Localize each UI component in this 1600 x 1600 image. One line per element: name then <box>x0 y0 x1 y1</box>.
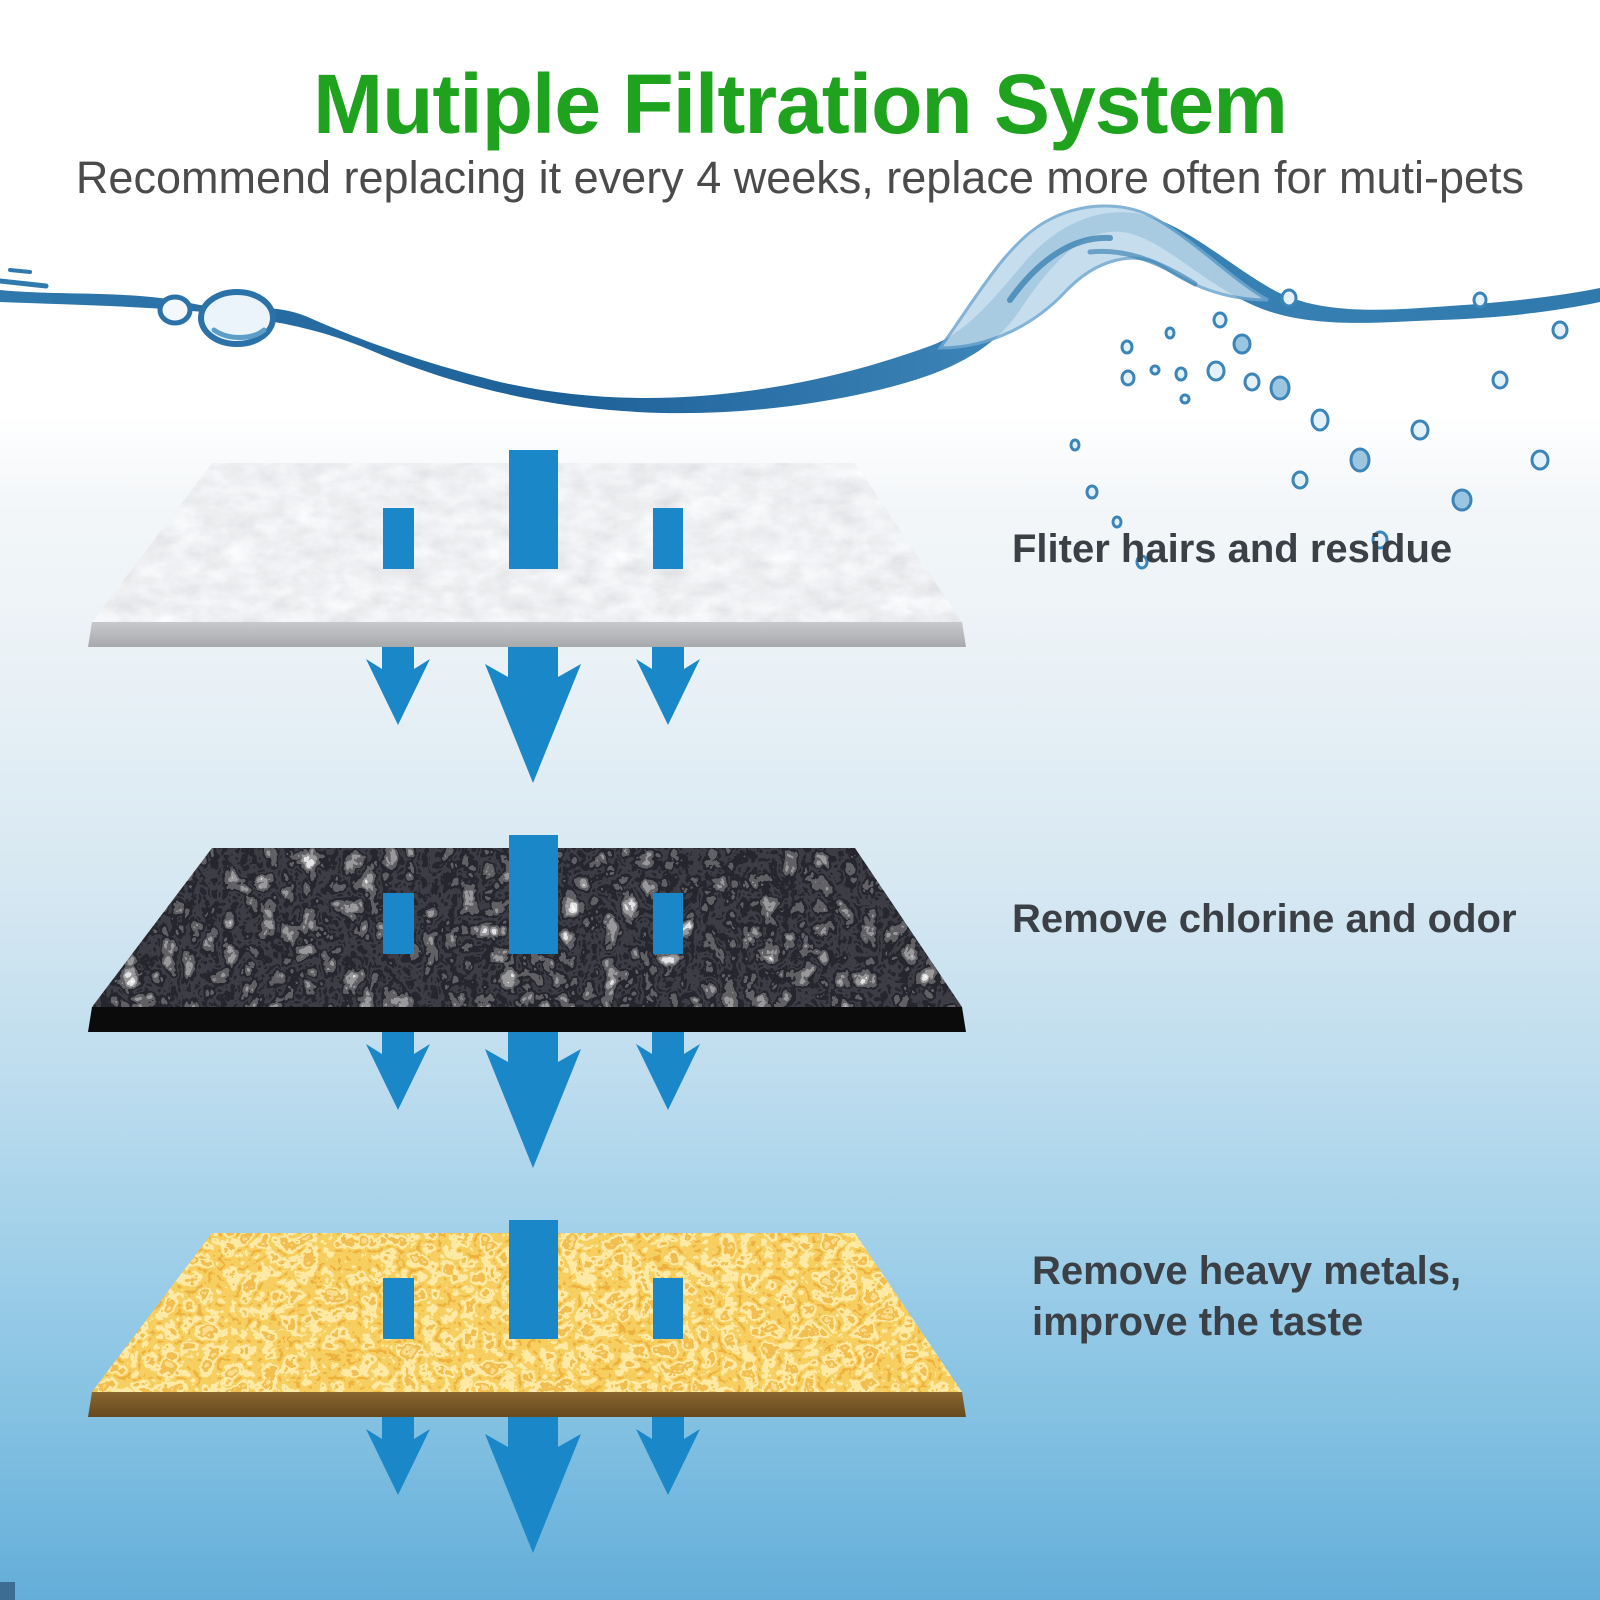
water-splash <box>937 204 1269 350</box>
wave-fleck <box>0 278 49 289</box>
water-wave <box>0 204 1600 570</box>
cotton-layer-label: Fliter hairs and residue <box>1012 527 1453 571</box>
cotton-filter-layer <box>88 450 966 783</box>
resin-layer-side <box>88 1392 966 1417</box>
page-subtitle: Recommend replacing it every 4 weeks, re… <box>75 152 1525 203</box>
bubble-icon <box>157 294 193 326</box>
wave-fleck <box>8 268 32 274</box>
splash-streak <box>1087 248 1198 287</box>
carbon-layer-label: Remove chlorine and odor <box>1012 897 1517 941</box>
carbon-layer-side <box>88 1007 966 1032</box>
page-title: Mutiple Filtration System <box>313 57 1288 151</box>
bubble-highlight <box>211 327 267 340</box>
cotton-layer-side <box>88 622 966 647</box>
resin-layer-label: Remove heavy metals, improve the taste <box>1032 1249 1462 1345</box>
water-droplets <box>1069 288 1569 570</box>
ion-exchange-resin-layer <box>88 1220 966 1553</box>
splash-streak <box>1007 234 1113 303</box>
corner-artifact <box>0 1582 15 1600</box>
activated-carbon-layer <box>88 835 966 1168</box>
